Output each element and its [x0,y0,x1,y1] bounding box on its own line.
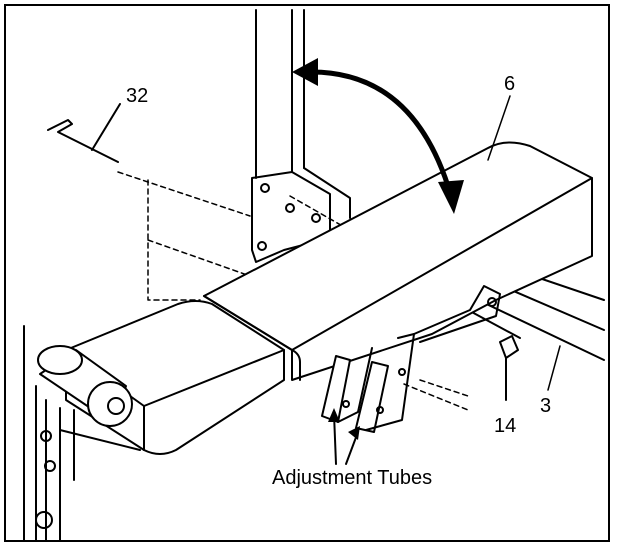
pointer-arrowhead-right [348,426,360,440]
adjustment-tubes-drawing [321,333,415,433]
roller-pad [37,345,133,427]
label-part-14: 14 [494,415,517,437]
upright-post [255,9,305,179]
pointer-arrowhead-left [328,408,340,422]
rear-bracket [413,285,501,343]
rotation-arrow [305,69,451,189]
leader-lines [487,95,561,391]
arrowhead-down [438,180,464,214]
label-adjustment-tubes: Adjustment Tubes [272,467,433,489]
arrowhead-up [292,58,318,86]
label-part-32: 32 [126,85,149,107]
knob [499,335,519,401]
label-part-6: 6 [504,73,516,95]
pin-32 [47,103,121,163]
left-frame [23,325,141,541]
label-part-3: 3 [540,395,552,417]
